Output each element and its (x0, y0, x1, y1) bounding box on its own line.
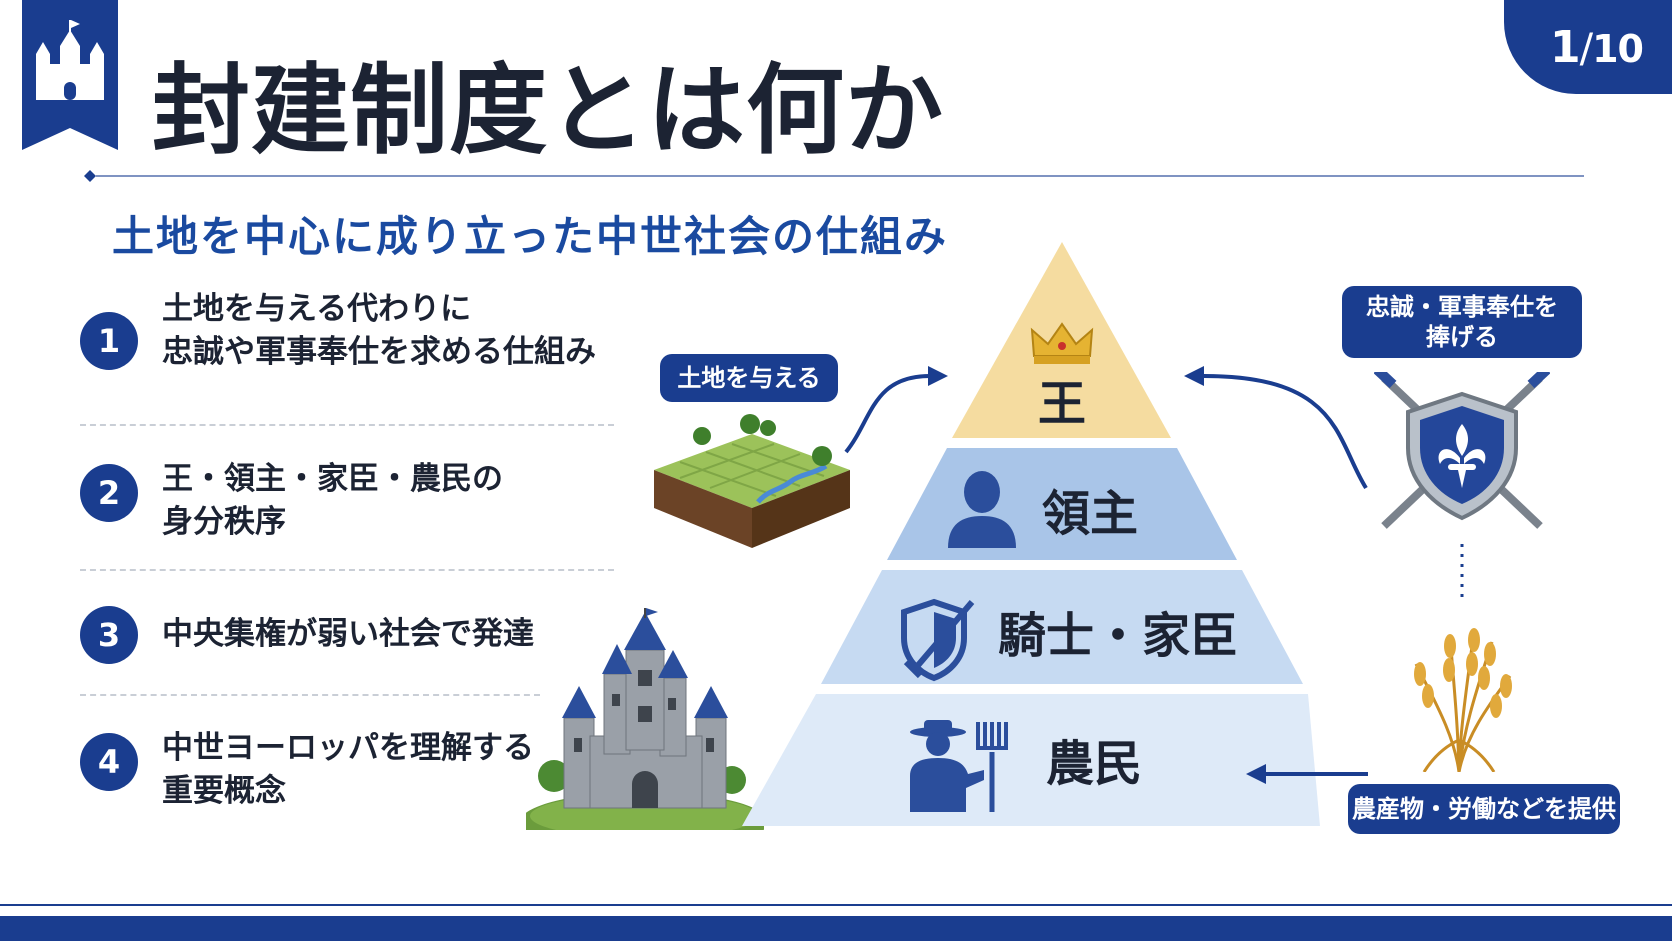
page-title: 封建制度とは何か (152, 54, 945, 168)
page-separator: / (1579, 26, 1594, 72)
footer-band (0, 916, 1672, 941)
subtitle: 土地を中心に成り立った中世社会の仕組み (112, 212, 949, 261)
list-item-line: 王・領主・家臣・農民の (162, 461, 503, 497)
list-item: 4 中世ヨーロッパを理解する 重要概念 (80, 730, 640, 823)
wheat-icon (1414, 628, 1512, 772)
list-divider (80, 569, 614, 571)
list-divider (80, 694, 540, 696)
page-current: 1 (1550, 22, 1581, 73)
shield-sword-icon (901, 598, 975, 682)
page-number: 1/10 (1550, 22, 1660, 74)
pyramid-label-king: 王 (1037, 376, 1086, 432)
list-divider (80, 424, 614, 426)
castle-logo-icon (22, 0, 118, 150)
list-item-line: 土地を与える代わりに (162, 291, 472, 327)
provide-label: 農産物・労働などを提供 (1348, 784, 1620, 834)
list-item: 1 土地を与える代わりに 忠誠や軍事奉仕を求める仕組み (80, 291, 640, 388)
shield-crossed-swords-icon (1374, 372, 1550, 529)
pyramid-label-knight: 騎士・家臣 (998, 608, 1239, 664)
crown-icon (1030, 322, 1094, 364)
give-land-label: 土地を与える (660, 354, 838, 402)
page-badge (1504, 0, 1672, 94)
title-rule (84, 170, 1584, 182)
list-item-line: 忠誠や軍事奉仕を求める仕組み (162, 334, 596, 370)
list-item: 2 王・領主・家臣・農民の 身分秩序 (80, 460, 640, 550)
list-item-line: 中央集権が弱い社会で発達 (162, 616, 534, 652)
footer-rule (0, 904, 1672, 906)
number-badge: 4 (80, 733, 138, 791)
page-total: 10 (1592, 27, 1644, 71)
list-item-text: 王・領主・家臣・農民の 身分秩序 (162, 458, 642, 544)
list-item-text: 中世ヨーロッパを理解する 重要概念 (162, 727, 642, 813)
list-item-line: 重要概念 (162, 773, 286, 809)
loyalty-label-line: 捧げる (1426, 323, 1498, 351)
pyramid-label-lord: 領主 (1041, 486, 1138, 542)
number-badge: 1 (80, 312, 138, 370)
list-item: 3 中央集権が弱い社会で発達 (80, 606, 640, 666)
pyramid-label-peasant: 農民 (1045, 736, 1142, 792)
list-item-line: 身分秩序 (162, 504, 286, 540)
castle-icon (526, 608, 764, 830)
pyramid-tier-peasant (742, 694, 1320, 826)
loyalty-label-line: 忠誠・軍事奉仕を (1366, 293, 1558, 321)
list-item-line: 中世ヨーロッパを理解する (162, 730, 534, 766)
farmer-icon (910, 720, 1008, 812)
list-item-text: 土地を与える代わりに 忠誠や軍事奉仕を求める仕組み (162, 288, 642, 374)
list-item-text: 中央集権が弱い社会で発達 (162, 613, 642, 656)
loyalty-label: 忠誠・軍事奉仕を 捧げる (1342, 286, 1582, 358)
number-badge: 2 (80, 464, 138, 522)
land-tile-icon (654, 414, 850, 548)
number-badge: 3 (80, 606, 138, 664)
person-icon (948, 471, 1016, 548)
